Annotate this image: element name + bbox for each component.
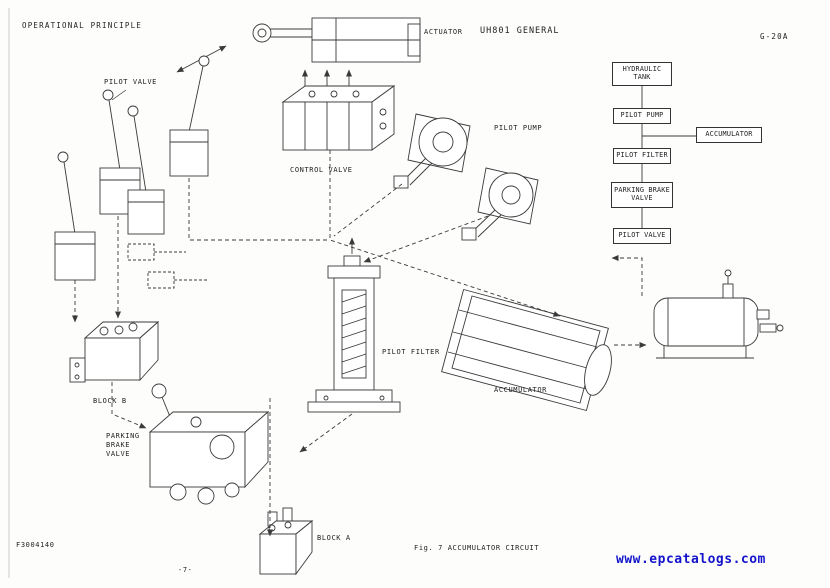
label-parking-brake-valve: PARKING BRAKE VALVE xyxy=(106,432,140,458)
label-block-b: BLOCK B xyxy=(93,397,127,405)
flowchart-node-pilot-valve: PILOT VALVE xyxy=(613,228,671,244)
pilot-valve-group-drawing xyxy=(54,55,210,289)
flowchart-connectors xyxy=(641,86,696,228)
block-b-drawing xyxy=(69,320,160,383)
label-actuator: ACTUATOR xyxy=(424,28,463,36)
doc-number: F3004140 xyxy=(16,541,55,549)
page-code: G-20A xyxy=(760,32,789,41)
model-title: UH801 GENERAL xyxy=(480,26,560,36)
label-block-a: BLOCK A xyxy=(317,534,351,542)
flowchart-node-pilot-pump: PILOT PUMP xyxy=(613,108,671,124)
label-pilot-filter: PILOT FILTER xyxy=(382,348,440,356)
page-number: -7- xyxy=(178,566,193,574)
pilot-filter-drawing xyxy=(307,237,401,413)
hydraulic-lines xyxy=(72,150,647,537)
control-valve-drawing xyxy=(281,85,396,151)
flowchart-node-accumulator: ACCUMULATOR xyxy=(696,127,762,143)
accumulator-panel-drawing xyxy=(441,288,612,412)
accumulator-tank-drawing xyxy=(653,269,784,359)
flowchart-node-parking-brake-valve: PARKING BRAKE VALVE xyxy=(611,182,673,208)
label-pilot-pump: PILOT PUMP xyxy=(494,124,543,132)
actuator-drawing xyxy=(252,17,421,63)
watermark-link: www.epcatalogs.com xyxy=(616,552,766,567)
label-accumulator: ACCUMULATOR xyxy=(494,386,547,394)
pilot-pump-drawing xyxy=(393,113,539,241)
label-pilot-valve: PILOT VALVE xyxy=(104,78,157,86)
flowchart-node-hydraulic-tank: HYDRAULIC TANK xyxy=(612,62,672,86)
block-a-drawing xyxy=(258,507,314,576)
label-control-valve: CONTROL VALVE xyxy=(290,166,353,174)
page-title: OPERATIONAL PRINCIPLE xyxy=(22,21,143,30)
flowchart-node-pilot-filter: PILOT FILTER xyxy=(613,148,671,164)
figure-caption: Fig. 7 ACCUMULATOR CIRCUIT xyxy=(414,544,540,552)
parking-brake-valve-drawing xyxy=(148,383,270,505)
